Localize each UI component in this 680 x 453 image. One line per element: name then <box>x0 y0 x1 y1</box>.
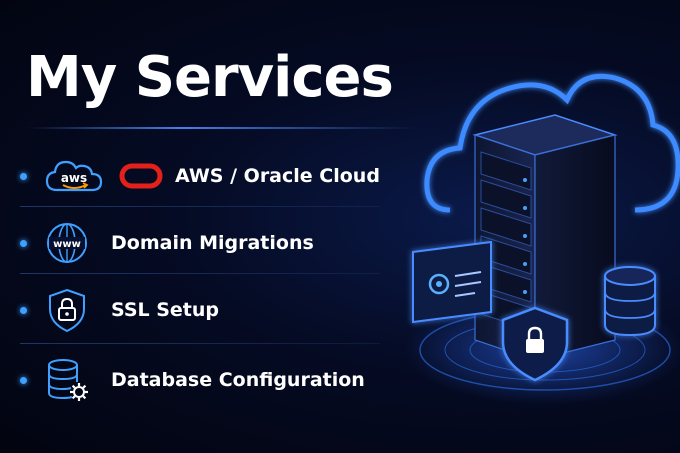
service-label: Database Configuration <box>111 369 365 391</box>
page-title: My Services <box>26 45 394 110</box>
bullet-dot <box>20 172 27 180</box>
cloud-outline <box>424 73 680 213</box>
database-gear-icon <box>48 359 88 401</box>
service-label: SSL Setup <box>111 299 220 321</box>
service-label: AWS / Oracle Cloud <box>175 165 380 187</box>
service-item-ssl-setup: SSL Setup <box>20 282 380 338</box>
service-item-domain-migrations: www Domain Migrations <box>20 215 380 271</box>
aws-logo-icon: aws <box>45 160 103 192</box>
service-item-aws-oracle: aws AWS / Oracle Cloud <box>20 148 380 204</box>
divider <box>20 273 380 274</box>
shield-lock-icon <box>501 306 569 382</box>
bullet-dot <box>20 306 27 314</box>
monitor-gear-icon <box>412 240 492 324</box>
bullet-dot <box>20 376 27 384</box>
database-icon <box>604 266 656 337</box>
oracle-logo-icon <box>119 163 163 189</box>
title-divider <box>26 127 416 129</box>
bullet-dot <box>20 239 27 247</box>
divider <box>20 343 380 344</box>
www-text: www <box>53 239 81 250</box>
aws-logo-text: aws <box>61 171 87 185</box>
shield-lock-icon <box>49 288 85 333</box>
service-item-database-config: Database Configuration <box>20 352 380 408</box>
divider <box>20 206 380 207</box>
cloud-server-illustration <box>405 73 680 405</box>
service-label: Domain Migrations <box>111 232 314 254</box>
globe-www-icon: www <box>47 223 87 263</box>
